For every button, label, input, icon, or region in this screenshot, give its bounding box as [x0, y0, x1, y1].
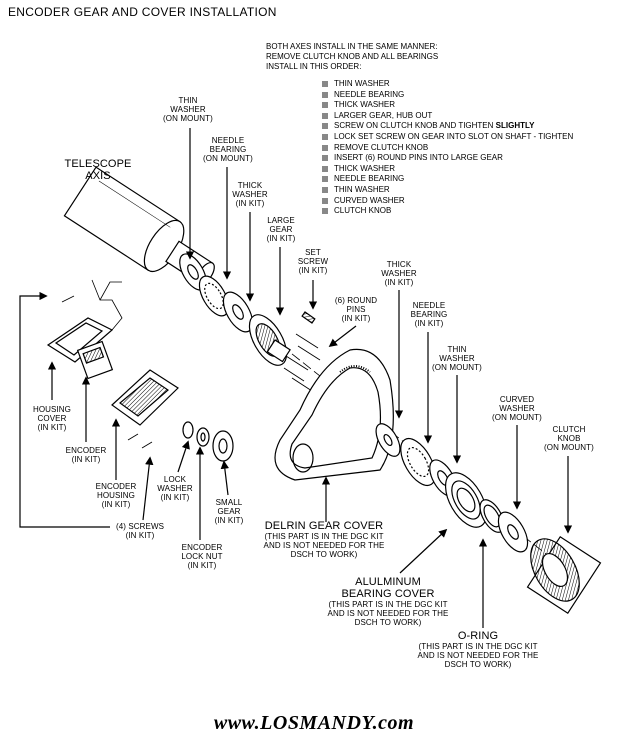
install-step: NEEDLE BEARING	[322, 174, 573, 185]
page-title: ENCODER GEAR AND COVER INSTALLATION	[8, 5, 277, 19]
install-step: REMOVE CLUTCH KNOB	[322, 143, 573, 154]
label-clutch-knob: CLUTCH KNOB (ON MOUNT)	[544, 425, 594, 452]
install-step-text: THICK WASHER	[334, 100, 396, 110]
label-curved-washer: CURVED WASHER (ON MOUNT)	[492, 395, 542, 422]
label-screws: (4) SCREWS (IN KIT)	[115, 522, 165, 540]
label-encoder: ENCODER (IN KIT)	[65, 446, 107, 464]
label-thin-washer-right: THIN WASHER (ON MOUNT)	[432, 345, 482, 372]
install-step-text: CURVED WASHER	[334, 195, 405, 205]
install-step: LARGER GEAR, HUB OUT	[322, 111, 573, 122]
intro-line: BOTH AXES INSTALL IN THE SAME MANNER:	[266, 42, 438, 51]
large-gear-part	[248, 314, 291, 366]
label-aluminum-bearing-cover: ALULMINUM BEARING COVER (THIS PART IS IN…	[327, 576, 449, 627]
instructions-intro: BOTH AXES INSTALL IN THE SAME MANNER: RE…	[266, 42, 438, 72]
thick-washer-top-part	[222, 291, 254, 333]
o-ring-part	[479, 499, 505, 533]
encoder-housing-part	[111, 369, 179, 426]
install-step: THICK WASHER	[322, 100, 573, 111]
curved-washer-part	[497, 511, 529, 553]
install-step-text: LOCK SET SCREW ON GEAR INTO SLOT ON SHAF…	[334, 131, 574, 141]
label-thick-washer-top: THICK WASHER (IN KIT)	[232, 181, 268, 208]
install-step-text: THIN WASHER	[334, 184, 390, 194]
label-delrin-gear-cover: DELRIN GEAR COVER (THIS PART IS IN THE D…	[263, 520, 385, 559]
install-step-text: INSERT (6) ROUND PINS INTO LARGE GEAR	[334, 153, 503, 163]
round-pins-part	[283, 333, 321, 392]
needle-bearing-top-part	[198, 275, 230, 317]
screws-part	[61, 295, 153, 449]
install-step: THIN WASHER	[322, 79, 573, 90]
set-screw-part	[301, 311, 316, 324]
install-step-text: SCREW ON CLUTCH KNOB AND TIGHTEN	[334, 121, 496, 131]
install-step: CLUTCH KNOB	[322, 206, 573, 217]
install-step-text: THIN WASHER	[334, 79, 390, 88]
encoder-part	[76, 340, 114, 380]
label-encoder-lock-nut: ENCODER LOCK NUT (IN KIT)	[181, 543, 223, 570]
label-thick-washer-right: THICK WASHER (IN KIT)	[381, 260, 417, 287]
label-needle-bearing-right: NEEDLE BEARING (IN KIT)	[410, 301, 448, 328]
install-step-text: THICK WASHER	[334, 163, 396, 173]
intro-line: INSTALL IN THIS ORDER:	[266, 62, 362, 71]
install-step-emphasis: SLIGHTLY	[495, 121, 535, 131]
label-set-screw: SET SCREW (IN KIT)	[297, 248, 329, 275]
label-lock-washer: LOCK WASHER (IN KIT)	[157, 475, 193, 502]
label-encoder-housing: ENCODER HOUSING (IN KIT)	[95, 482, 137, 509]
install-step-text: NEEDLE BEARING	[334, 89, 405, 99]
leader-arrows	[19, 128, 573, 628]
label-thin-washer-top: THIN WASHER (ON MOUNT)	[163, 96, 213, 123]
label-large-gear: LARGE GEAR (IN KIT)	[266, 216, 296, 243]
label-small-gear: SMALL GEAR (IN KIT)	[214, 498, 244, 525]
label-housing-cover: HOUSING COVER (IN KIT)	[32, 405, 72, 432]
lock-washer-part	[182, 421, 194, 439]
clutch-knob-part	[526, 535, 602, 615]
website-url: www.LOSMANDY.com	[213, 712, 415, 734]
install-step-text: REMOVE CLUTCH KNOB	[334, 142, 429, 152]
label-round-pins: (6) ROUND PINS (IN KIT)	[334, 296, 378, 323]
label-needle-bearing-top: NEEDLE BEARING (ON MOUNT)	[203, 136, 253, 163]
install-step-text: NEEDLE BEARING	[334, 174, 405, 184]
label-o-ring: O-RING (THIS PART IS IN THE DGC KIT AND …	[417, 630, 539, 669]
install-step: SCREW ON CLUTCH KNOB AND TIGHTEN SLIGHTL…	[322, 121, 573, 132]
install-step: THIN WASHER	[322, 185, 573, 196]
routing-line	[99, 281, 122, 301]
routing-line	[91, 279, 123, 331]
aluminum-bearing-cover-part	[444, 472, 488, 528]
install-step: LOCK SET SCREW ON GEAR INTO SLOT ON SHAF…	[322, 132, 573, 143]
install-step-text: LARGER GEAR, HUB OUT	[334, 110, 433, 120]
label-telescope-axis: TELESCOPE AXIS	[64, 158, 132, 182]
install-step: NEEDLE BEARING	[322, 90, 573, 101]
needle-bearing-right-part	[400, 437, 436, 487]
small-gear-part	[212, 430, 234, 462]
thick-washer-right-part	[375, 423, 401, 457]
install-step-text: CLUTCH KNOB	[334, 206, 392, 216]
intro-line: REMOVE CLUTCH KNOB AND ALL BEARINGS	[266, 52, 439, 61]
install-step: INSERT (6) ROUND PINS INTO LARGE GEAR	[322, 153, 573, 164]
install-step: CURVED WASHER	[322, 196, 573, 207]
delrin-gear-cover-part	[274, 348, 394, 481]
encoder-lock-nut-part	[196, 427, 210, 447]
install-step: THICK WASHER	[322, 164, 573, 175]
